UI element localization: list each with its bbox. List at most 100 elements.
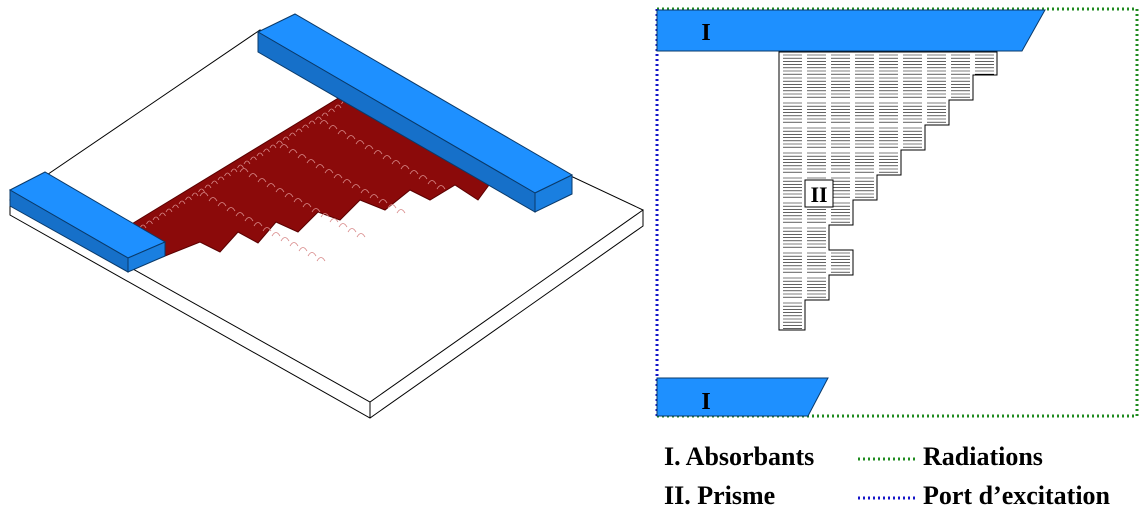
prism-rib	[288, 149, 298, 154]
prism-rib	[298, 247, 308, 252]
prism-rib	[243, 160, 251, 165]
prism-rib	[400, 165, 410, 170]
top-view: I I II	[655, 7, 1139, 418]
prism-rib	[262, 227, 272, 232]
prism-rib	[146, 220, 153, 225]
prism-rib	[356, 233, 366, 238]
legend: I. Absorbants II. Prisme Radiations Port…	[664, 442, 1111, 510]
prism-rib	[172, 204, 179, 209]
prism-rib	[139, 224, 147, 229]
prism-rib	[198, 188, 205, 193]
prism-rib	[320, 213, 330, 218]
prism-rib	[248, 173, 258, 178]
prism-rib	[271, 232, 281, 237]
prism-rib	[364, 145, 374, 150]
prism-label-box	[804, 179, 834, 208]
prism-rib	[282, 136, 290, 141]
prism-label: II	[810, 182, 827, 207]
prism-rib	[257, 178, 267, 183]
prism-rib	[369, 194, 379, 199]
absorber-top-label: I	[701, 20, 710, 46]
prism-rib	[280, 237, 290, 242]
prism-rib	[316, 257, 326, 262]
prism-rib	[275, 188, 285, 193]
prism-rib	[328, 125, 338, 130]
prism-rib	[387, 204, 397, 209]
prism-rib	[165, 208, 173, 213]
prism-rib	[355, 140, 365, 145]
prism-rib	[378, 199, 388, 204]
absorber-bottom-label: I	[701, 389, 710, 415]
prism-rib	[315, 164, 325, 169]
isometric-model	[8, 13, 644, 419]
prism-rib	[338, 223, 348, 228]
prism-rib	[266, 183, 276, 188]
prism-rib	[396, 209, 406, 214]
prism-rib	[230, 168, 238, 173]
absorber-back	[256, 13, 574, 213]
legend-radiations: Radiations	[923, 442, 1043, 471]
prism-rib	[346, 135, 356, 140]
prism-rib	[295, 128, 303, 133]
prism-rib	[297, 154, 307, 159]
prism-rib	[289, 242, 299, 247]
absorber-top: I	[656, 9, 1046, 52]
prism-rib	[235, 212, 245, 217]
prism-rib	[342, 179, 352, 184]
prism-rib	[334, 104, 342, 109]
prism-rib	[324, 169, 334, 174]
absorber-bottom: I	[656, 377, 829, 417]
prism-rib	[321, 112, 329, 117]
prism-rib	[279, 144, 289, 149]
prism-rib	[208, 197, 218, 202]
prism-rib	[289, 132, 296, 137]
prism-rib	[204, 184, 212, 189]
prism-rib	[269, 144, 277, 149]
prism-rib	[224, 172, 231, 177]
prism-rib	[302, 124, 309, 129]
prism-rib	[418, 175, 428, 180]
prism-rib	[319, 120, 329, 125]
prism-rib	[328, 108, 335, 113]
prism-rib	[244, 217, 254, 222]
prism-rib	[239, 168, 249, 173]
prism-rib	[329, 218, 339, 223]
prism-rib	[436, 185, 446, 190]
prism-rib	[333, 174, 343, 179]
prism-rib	[351, 184, 361, 189]
prism-rib	[256, 152, 264, 157]
prism-rib	[217, 176, 225, 181]
prism-rib	[347, 228, 357, 233]
prism-rib	[253, 222, 263, 227]
prism-rib	[217, 202, 227, 207]
legend-absorbers: I. Absorbants	[664, 442, 814, 471]
radiation-boundary	[657, 7, 1139, 418]
prism-rib	[191, 192, 199, 197]
prism-rib	[306, 159, 316, 164]
prism-rib	[302, 203, 312, 208]
prism-rib	[360, 189, 370, 194]
legend-prism: II. Prisme	[664, 481, 775, 510]
substrate-box	[9, 29, 644, 419]
prism-rib	[337, 130, 347, 135]
prism-rib	[373, 150, 383, 155]
prism-rib	[226, 207, 236, 212]
prism-rib	[308, 120, 316, 125]
prism-rib	[293, 198, 303, 203]
legend-port: Port d’excitation	[923, 481, 1111, 510]
prism-rib	[250, 156, 257, 161]
prism-rib	[284, 193, 294, 198]
prism-rib	[178, 200, 186, 205]
prism-rib	[152, 216, 160, 221]
prism-rib	[159, 212, 166, 217]
prism-rib	[311, 208, 321, 213]
prism-rib	[185, 196, 192, 201]
prism-rib	[199, 192, 209, 197]
prism-topview	[778, 51, 998, 331]
prism-rib	[263, 148, 270, 153]
prism-rib	[276, 140, 283, 145]
prism-rib	[307, 252, 317, 257]
prism-rib	[315, 116, 322, 121]
prism-rib	[409, 170, 419, 175]
